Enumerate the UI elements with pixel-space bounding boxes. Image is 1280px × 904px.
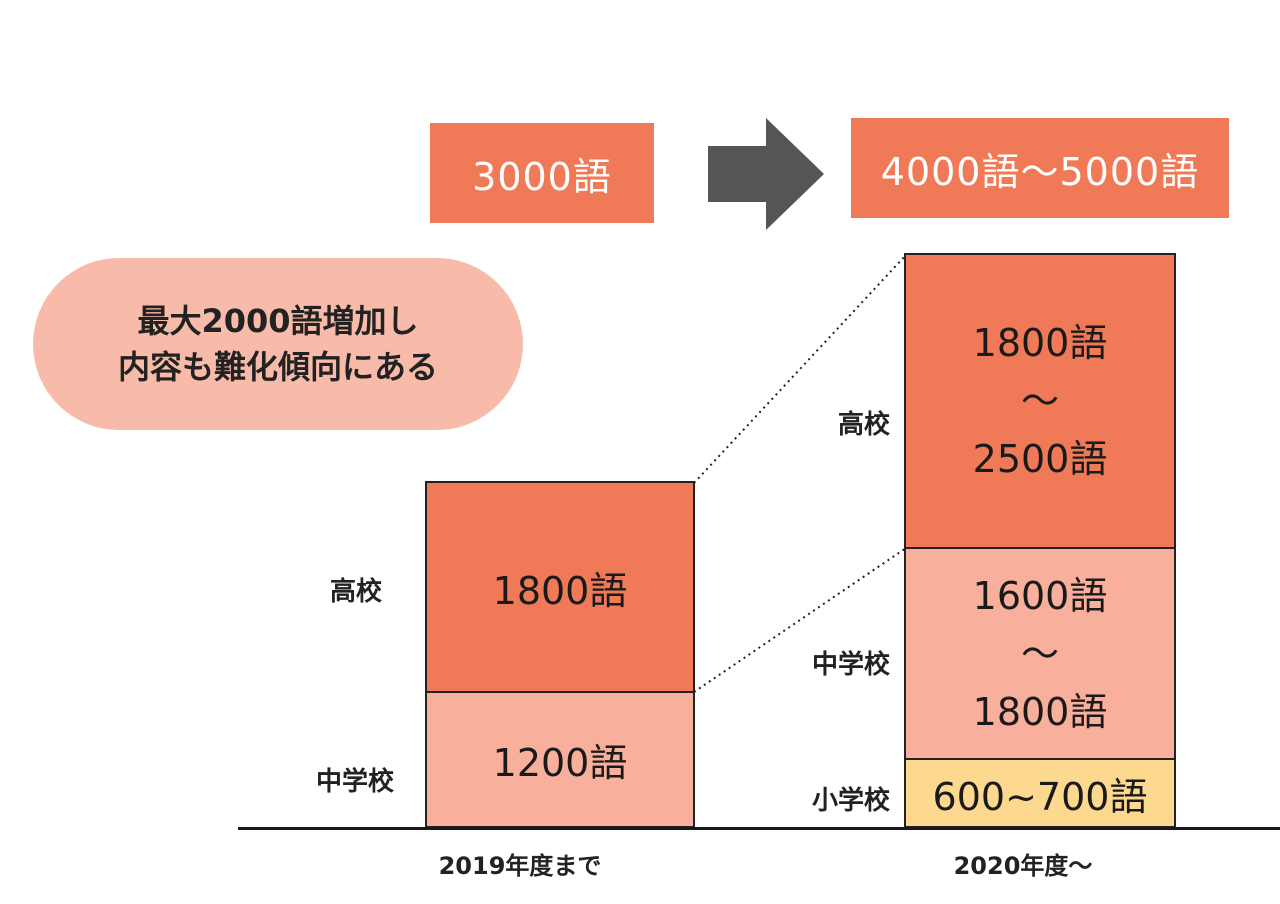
bar-2020-high-school-max: 2500語 bbox=[972, 437, 1108, 481]
bar-2020-elementary: 600~700語 bbox=[904, 758, 1176, 828]
bar-2019-junior-high-value: 1200語 bbox=[492, 741, 628, 785]
level-label-2020-junior-high: 中学校 bbox=[811, 650, 890, 680]
bar-2019-high-school: 1800語 bbox=[425, 481, 695, 693]
bar-2020-junior-high-min: 1600語 bbox=[972, 573, 1108, 618]
x-label-2020: 2020年度〜 bbox=[953, 852, 1093, 880]
connector-bottom bbox=[693, 547, 907, 693]
bar-2020-junior-high: 1600語 〜 1800語 bbox=[904, 547, 1176, 760]
bar-2020-elementary-value: 600~700語 bbox=[932, 774, 1148, 819]
bar-2020-high-school-min: 1800語 bbox=[972, 321, 1108, 365]
x-axis-baseline bbox=[238, 827, 1280, 830]
total-before-badge: 3000語 bbox=[430, 123, 654, 223]
bar-2019-high-school-value: 1800語 bbox=[492, 568, 628, 613]
x-label-2019: 2019年度まで bbox=[438, 852, 602, 880]
bar-2020-junior-high-max: 1800語 bbox=[972, 689, 1108, 734]
total-after-badge: 4000語〜5000語 bbox=[851, 118, 1229, 218]
right-arrow-icon bbox=[708, 118, 824, 230]
increase-callout: 最大2000語増加し 内容も難化傾向にある bbox=[33, 258, 523, 430]
bar-2019-junior-high: 1200語 bbox=[425, 691, 695, 828]
bar-2020-high-school-tilde: 〜 bbox=[1020, 379, 1059, 423]
callout-line-1: 最大2000語増加し bbox=[137, 302, 419, 340]
level-label-2020-elementary: 小学校 bbox=[811, 786, 890, 816]
bar-2020-high-school: 1800語 〜 2500語 bbox=[904, 253, 1176, 549]
callout-line-2: 内容も難化傾向にある bbox=[117, 348, 438, 386]
level-label-2019-high-school: 高校 bbox=[329, 577, 382, 607]
level-label-2019-junior-high: 中学校 bbox=[315, 767, 394, 797]
level-label-2020-high-school: 高校 bbox=[837, 410, 890, 440]
connector-top bbox=[693, 254, 907, 484]
bar-2020-junior-high-tilde: 〜 bbox=[1020, 631, 1059, 676]
